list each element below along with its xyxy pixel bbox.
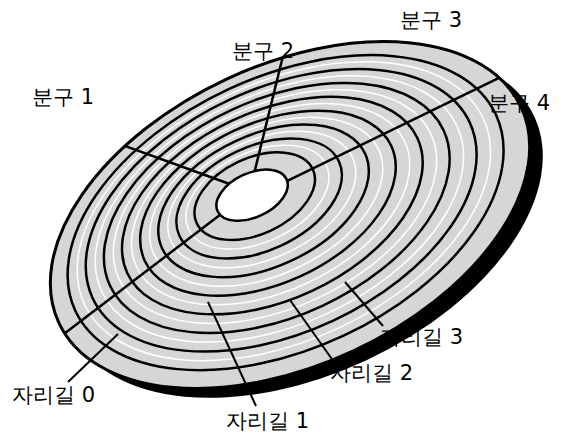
sector-label: 분구 2: [232, 40, 294, 63]
sector-line: [216, 57, 322, 172]
track-rings: [18, 0, 553, 434]
leader-line: [208, 302, 256, 406]
track-highlights: [30, 1, 538, 421]
sector-line: [286, 78, 502, 181]
track-highlight: [76, 42, 473, 370]
sector-lines: [0, 0, 520, 333]
track-ring: [64, 32, 489, 383]
track-highlight: [123, 83, 409, 320]
leader-line: [68, 334, 118, 382]
sector-label: 분구 1: [32, 86, 94, 109]
track-highlight: [53, 22, 505, 396]
track-label: 자리길 1: [226, 410, 309, 433]
track-highlight: [30, 1, 538, 421]
sector-line: [47, 214, 239, 333]
track-highlight: [146, 104, 377, 295]
track-label: 자리길 3: [380, 326, 463, 349]
track-ring: [18, 0, 553, 434]
leader-line: [290, 300, 334, 362]
track-label: 자리길 2: [330, 362, 413, 385]
sector-label: 분구 3: [400, 9, 462, 32]
sector-label: 분구 4: [488, 92, 550, 115]
track-ring: [157, 114, 360, 283]
track-ring: [181, 135, 329, 258]
track-label: 자리길 0: [12, 384, 95, 407]
leader-lines: [68, 282, 383, 406]
spindle-hole: [208, 159, 295, 231]
leader-line: [345, 282, 383, 326]
track-highlight: [169, 124, 345, 270]
track-ring: [88, 53, 457, 359]
